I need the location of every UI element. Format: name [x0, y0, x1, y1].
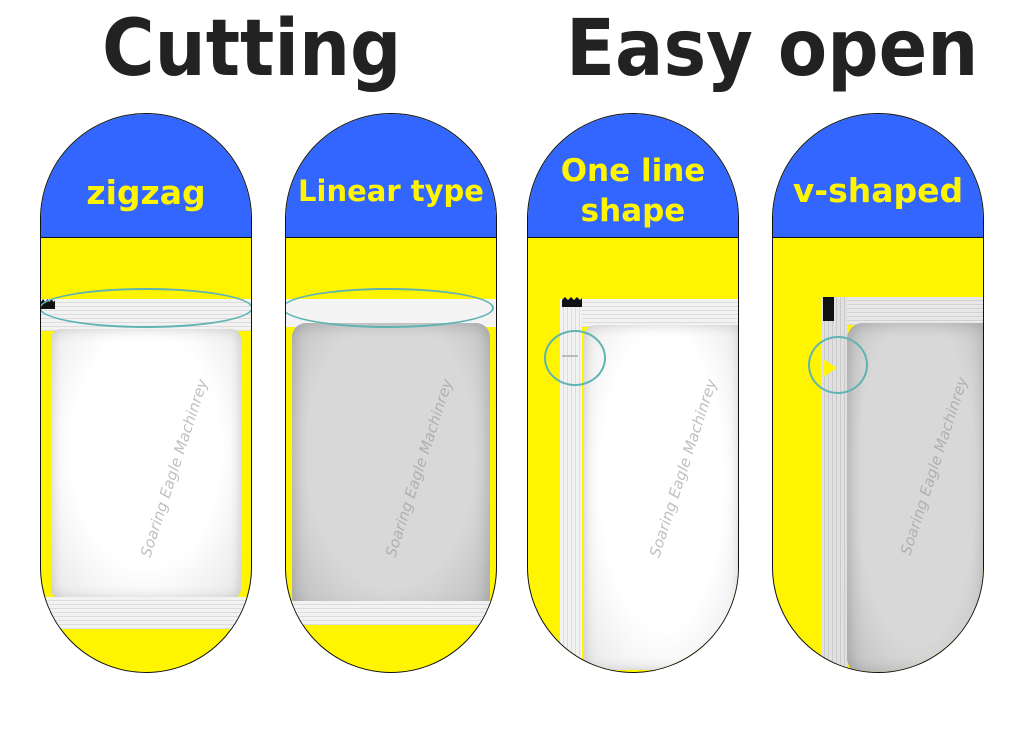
- top-seal: [560, 299, 738, 327]
- v-shaped-capsule: v-shaped Soaring Eagle Machinrey: [772, 113, 984, 673]
- linear-label: Linear type: [298, 174, 484, 208]
- pack-body: [51, 329, 241, 599]
- v-notch-highlight-circle: [808, 336, 868, 394]
- cutting-heading: Cutting: [102, 4, 402, 94]
- one-line-capsule: One line shape Soaring Eagle Machinrey: [527, 113, 739, 673]
- linear-capsule: Linear type Soaring Eagle Machinrey: [285, 113, 497, 673]
- v-shaped-pack: Soaring Eagle Machinrey: [821, 297, 983, 672]
- pack-body: [584, 325, 738, 670]
- zigzag-label: zigzag: [86, 173, 206, 212]
- linear-highlight-oval: [286, 288, 494, 328]
- one-line-header: One line shape: [528, 114, 738, 238]
- one-line-label-1: One line: [560, 153, 706, 189]
- linear-pack: Soaring Eagle Machinrey: [286, 299, 496, 625]
- pack-body: [847, 323, 983, 672]
- linear-header: Linear type: [286, 114, 496, 238]
- easy-open-heading: Easy open: [566, 4, 979, 94]
- zigzag-notch-icon: [562, 297, 582, 307]
- bottom-seal: [286, 601, 496, 625]
- one-line-pack: Soaring Eagle Machinrey: [560, 297, 738, 672]
- top-seal: [821, 297, 983, 325]
- side-seal: [560, 299, 582, 672]
- bottom-seal: [41, 597, 251, 629]
- zigzag-capsule: zigzag Soaring Eagle Machinrey: [40, 113, 252, 673]
- one-line-label-2: shape: [580, 193, 686, 229]
- tear-line-highlight-circle: [544, 330, 606, 386]
- zigzag-pack: Soaring Eagle Machinrey: [41, 299, 251, 629]
- v-shaped-label: v-shaped: [792, 171, 964, 210]
- pack-body: [292, 323, 490, 611]
- v-shaped-header: v-shaped: [773, 114, 983, 238]
- zigzag-header: zigzag: [41, 114, 251, 238]
- zigzag-highlight-oval: [41, 288, 251, 328]
- notch-mark-icon: [823, 297, 834, 321]
